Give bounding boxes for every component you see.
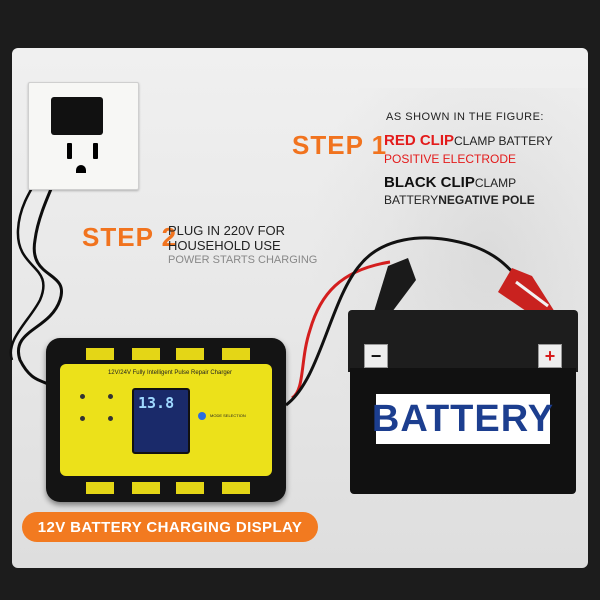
black-clamp-icon <box>372 258 416 320</box>
battery-label: BATTERY <box>372 394 553 444</box>
wall-outlet <box>28 82 139 190</box>
outlet-slot-right <box>93 143 98 159</box>
status-led <box>108 394 113 399</box>
negative-pole-line: BATTERYNEGATIVE POLE <box>384 193 535 207</box>
battery-charger: 12V/24V Fully Intelligent Pulse Repair C… <box>46 338 286 502</box>
figure-heading: AS SHOWN IN THE FIGURE: <box>386 111 544 123</box>
minus-terminal-icon: − <box>364 344 388 368</box>
step2-label: STEP 2 <box>82 222 178 252</box>
charger-tab <box>86 348 114 360</box>
mode-label: MODE SELECTION <box>210 413 246 418</box>
charger-tab <box>222 348 250 360</box>
status-led <box>108 416 113 421</box>
positive-electrode-text: POSITIVE ELECTRODE <box>384 152 517 166</box>
outlet-ground <box>76 165 86 173</box>
black-clamp-text: CLAMP <box>474 176 517 190</box>
mode-button <box>198 412 206 420</box>
battery-label-text: BATTERY <box>371 397 555 440</box>
step2-line3: POWER STARTS CHARGING <box>168 254 318 266</box>
car-battery: − + BATTERY <box>348 310 578 494</box>
charger-face: 12V/24V Fully Intelligent Pulse Repair C… <box>60 364 272 476</box>
red-clamp-text: CLAMP BATTERY <box>454 134 553 148</box>
charger-tab <box>132 348 160 360</box>
red-clip-line: RED CLIPCLAMP BATTERY <box>384 132 553 150</box>
step2-description: PLUG IN 220V FOR HOUSEHOLD USE POWER STA… <box>168 223 317 268</box>
power-cord <box>16 109 80 386</box>
step2-line1: PLUG IN 220V FOR <box>168 223 286 238</box>
charger-tab <box>176 482 204 494</box>
black-cable <box>285 236 522 407</box>
step1-label: STEP 1 <box>292 130 388 160</box>
charger-tab <box>86 482 114 494</box>
charger-tab <box>132 482 160 494</box>
battery-word: BATTERY <box>384 193 439 207</box>
plug-icon <box>51 97 103 135</box>
outlet-slot-left <box>67 143 72 159</box>
black-clip-text: BLACK CLIP <box>384 174 475 191</box>
lcd-display: 13.8 <box>132 388 190 454</box>
charger-model-text: 12V/24V Fully Intelligent Pulse Repair C… <box>107 370 233 376</box>
status-led <box>80 416 85 421</box>
status-led <box>80 394 85 399</box>
red-clip-text: RED CLIP <box>384 132 455 149</box>
black-clip-line: BLACK CLIPCLAMP <box>384 174 516 192</box>
charging-display-banner: 12V BATTERY CHARGING DISPLAY <box>22 512 318 542</box>
negative-pole-text: NEGATIVE POLE <box>438 193 535 207</box>
step2-line2: HOUSEHOLD USE <box>168 238 281 253</box>
plus-terminal-icon: + <box>538 344 562 368</box>
charger-tab <box>222 482 250 494</box>
lcd-value: 13.8 <box>138 394 175 412</box>
banner-text: 12V BATTERY CHARGING DISPLAY <box>37 518 303 536</box>
charger-tab <box>176 348 204 360</box>
